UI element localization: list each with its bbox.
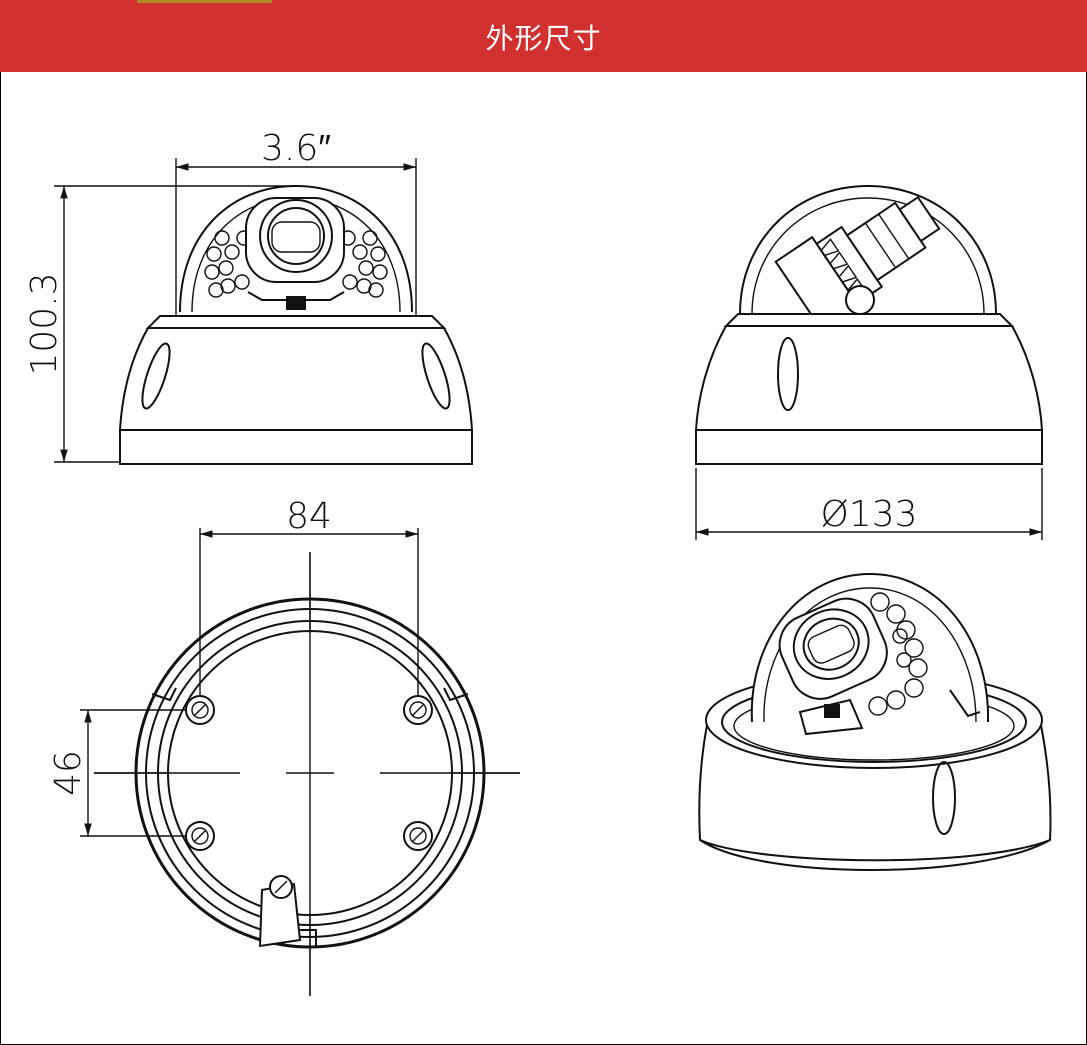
side-diameter-label: Ø133 <box>820 494 917 535</box>
front-height-label: 100.3 <box>24 272 65 375</box>
section-title: 外形尺寸 <box>485 22 602 55</box>
isometric-view <box>698 572 1052 871</box>
mounting-holes <box>185 695 433 851</box>
side-view: Ø133 <box>694 184 1044 540</box>
header-accent-tab <box>137 0 272 3</box>
header-bar <box>0 0 1087 72</box>
base-view: 84 46 <box>48 496 520 996</box>
hole-spacing-horizontal-label: 84 <box>286 496 332 537</box>
front-view: 3.6″ 100.3 <box>24 128 474 465</box>
front-width-label: 3.6″ <box>261 128 331 169</box>
hole-spacing-vertical-label: 46 <box>48 750 89 796</box>
